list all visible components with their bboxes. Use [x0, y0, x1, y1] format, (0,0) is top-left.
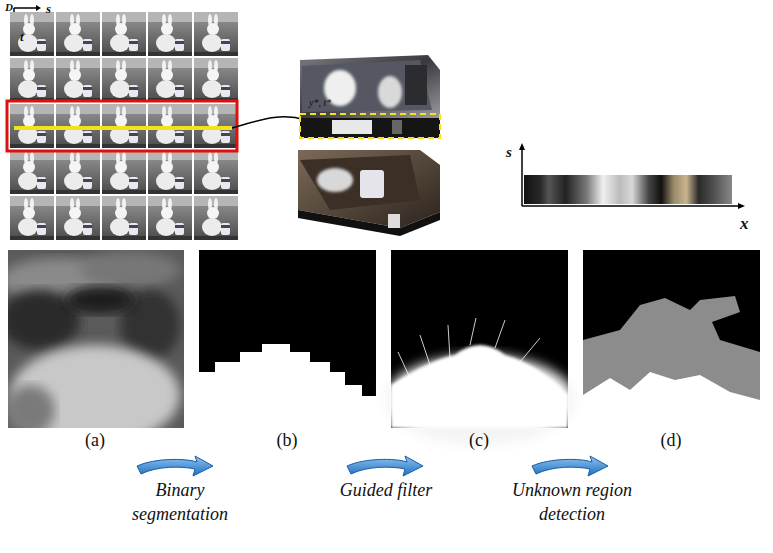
step-label: Guided filter — [321, 478, 451, 502]
panel-caption: (a) — [70, 428, 120, 452]
axis-letter: s — [46, 0, 60, 18]
axis-letter: t — [20, 28, 34, 46]
panel-caption: (d) — [646, 428, 696, 452]
panel-caption: (b) — [262, 428, 312, 452]
panel-caption: (c) — [454, 428, 504, 452]
step-label: Unknown region detection — [497, 478, 647, 527]
step-label: Binary segmentation — [115, 478, 245, 527]
axis-letter: D — [5, 0, 19, 15]
slice-label: y*, t* — [309, 96, 369, 110]
axis-letter: s — [506, 142, 520, 162]
axis-letter: x — [740, 213, 754, 236]
